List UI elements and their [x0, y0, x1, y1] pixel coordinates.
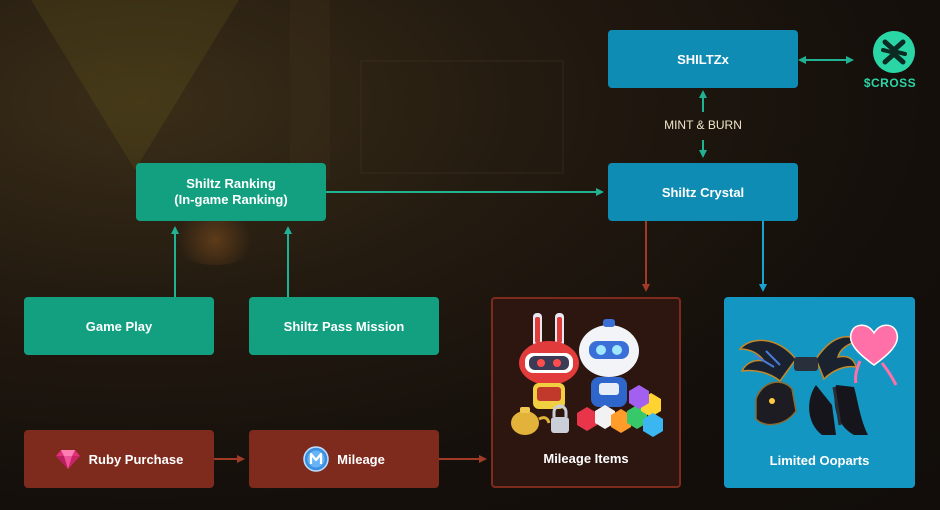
node-shiltz-pass-mission: Shiltz Pass Mission	[249, 297, 439, 355]
node-mileage-label: Mileage	[337, 451, 385, 467]
node-ruby-purchase-label: Ruby Purchase	[88, 451, 184, 467]
node-shiltz-pass-mission-label: Shiltz Pass Mission	[283, 318, 405, 334]
limited-ooparts-illustration	[738, 324, 899, 435]
node-game-play-label: Game Play	[85, 318, 153, 334]
node-shiltz-ranking: Shiltz Ranking (In-game Ranking)	[136, 163, 326, 221]
node-mileage-items: Mileage Items	[491, 297, 681, 488]
node-shiltz-ranking-sublabel: (In-game Ranking)	[174, 192, 288, 207]
cross-logo-icon	[873, 31, 915, 73]
node-limited-ooparts: Limited Ooparts	[724, 297, 915, 488]
node-game-play: Game Play	[24, 297, 214, 355]
mileage-coin-icon	[303, 446, 329, 472]
node-shiltz-crystal: Shiltz Crystal	[608, 163, 798, 221]
node-shiltz-crystal-label: Shiltz Crystal	[661, 184, 745, 200]
node-shiltzx: SHILTZx	[608, 30, 798, 88]
mileage-items-illustration	[511, 313, 663, 437]
node-shiltz-ranking-label: Shiltz Ranking	[186, 176, 276, 191]
mint-burn-label: MINT & BURN	[664, 118, 742, 132]
cross-logo-label: $CROSS	[863, 76, 917, 90]
node-ruby-purchase: Ruby Purchase	[24, 430, 214, 488]
node-mileage: Mileage	[249, 430, 439, 488]
node-shiltzx-label: SHILTZx	[677, 51, 729, 67]
node-limited-ooparts-label: Limited Ooparts	[769, 453, 870, 468]
node-mileage-items-label: Mileage Items	[543, 451, 629, 466]
ruby-gem-icon	[55, 450, 80, 469]
